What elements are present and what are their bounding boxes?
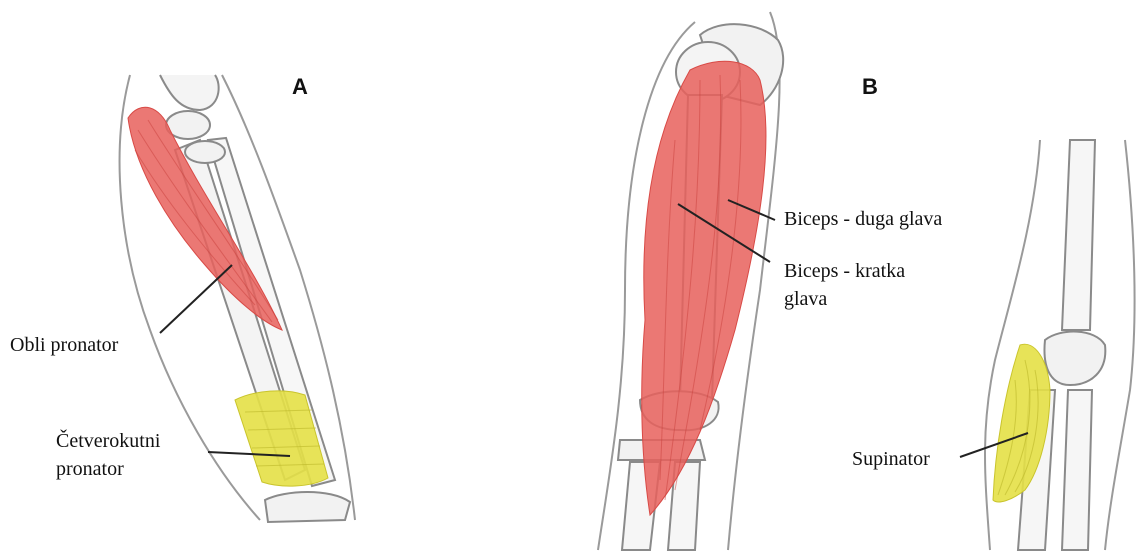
label-biceps-duga-glava: Biceps - duga glava — [784, 206, 942, 232]
label-obli-pronator: Obli pronator — [10, 332, 118, 358]
biceps-muscle — [642, 61, 766, 515]
elbow-humerus-end — [160, 75, 219, 110]
panel-label-b: B — [862, 74, 878, 100]
forearm-pronators-illustration — [120, 75, 355, 522]
label-cetverokutni-pronator-line1: Četverokutni — [56, 428, 160, 454]
wrist-carpal-bones — [265, 492, 350, 522]
supinator-skin-outline-right — [1105, 140, 1135, 550]
label-cetverokutni-pronator-line2: pronator — [56, 456, 124, 482]
radial-head — [185, 141, 225, 163]
panel-label-a: A — [292, 74, 308, 100]
supinator-humerus-bone — [1062, 140, 1095, 330]
label-biceps-kratka-glava-line1: Biceps - kratka — [784, 258, 905, 284]
upper-arm-biceps-illustration — [598, 12, 783, 550]
label-supinator: Supinator — [852, 446, 930, 472]
pronator-quadratus-muscle — [235, 391, 328, 486]
supinator-elbow-joint — [1044, 332, 1105, 385]
supinator-ulna-bone — [1062, 390, 1092, 550]
elbow-supinator-illustration — [960, 140, 1135, 550]
obli-pronator-leader-line — [160, 265, 232, 333]
label-biceps-kratka-glava-line2: glava — [784, 286, 827, 312]
